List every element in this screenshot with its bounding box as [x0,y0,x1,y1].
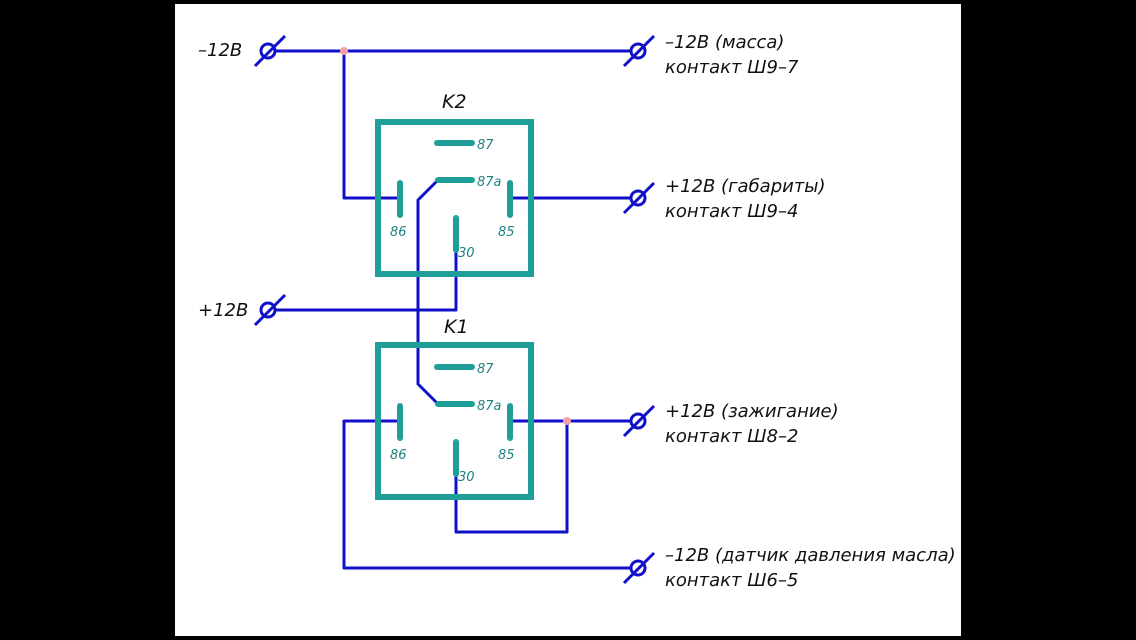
junction-dot-zazhiganie [563,417,571,425]
relay-k2-pin-85: 85 [498,225,515,240]
relay-k1-pin-87a: 87a [477,399,502,414]
relay-k1-pin-30: 30 [458,470,475,485]
junction-dot-ground [340,47,348,55]
wires [266,49,640,570]
relay-k2-body [375,119,534,277]
label-minus12-left: –12В [198,40,242,61]
terminal-minus12-left [253,34,287,68]
relay-k2-name: K2 [442,91,467,113]
relay-k2-pin-86: 86 [390,225,407,240]
relay-k1-pin-86: 86 [390,448,407,463]
label-datchik-line2: контакт Ш6–5 [665,570,798,591]
label-massa-line2: контакт Ш9–7 [665,57,799,78]
relay-k2-pin-30: 30 [458,246,475,261]
terminal-plus12-left [253,293,287,327]
wire-k1-30-loop [454,419,569,534]
terminal-massa [622,34,656,68]
wire-ground-to-k2-86 [342,49,402,200]
relay-k1-pin-87: 87 [477,362,494,377]
terminal-gabarity [622,181,656,215]
label-massa-line1: –12В (масса) [665,32,784,53]
relay-k1-body [375,342,534,500]
label-plus12-left: +12В [198,300,248,321]
terminal-zazhiganie [622,404,656,438]
label-datchik-line1: –12В (датчик давления масла) [665,545,956,566]
relay-k1-name: K1 [444,316,469,338]
label-gabarity-line2: контакт Ш9–4 [665,201,798,222]
wire-k2-87a-to-k1-87a [416,178,440,406]
label-zazhiganie-line1: +12В (зажигание) [665,401,839,422]
wire-plus12-to-k2-30 [266,248,458,312]
relay-k1: K1 87 87a 86 85 30 [375,316,534,500]
terminals [253,34,656,585]
relay-k2: K2 87 87a 86 85 30 [375,91,534,277]
terminal-datchik [622,551,656,585]
label-gabarity-line1: +12В (габариты) [665,176,826,197]
label-zazhiganie-line2: контакт Ш8–2 [665,426,798,447]
relay-k1-pin-85: 85 [498,448,515,463]
relay-k2-pin-87: 87 [477,138,494,153]
wire-k1-86-to-datchik [342,419,640,570]
relay-k2-pin-87a: 87a [477,175,502,190]
terminal-labels: –12В +12В –12В (масса) контакт Ш9–7 +12В… [198,32,956,591]
